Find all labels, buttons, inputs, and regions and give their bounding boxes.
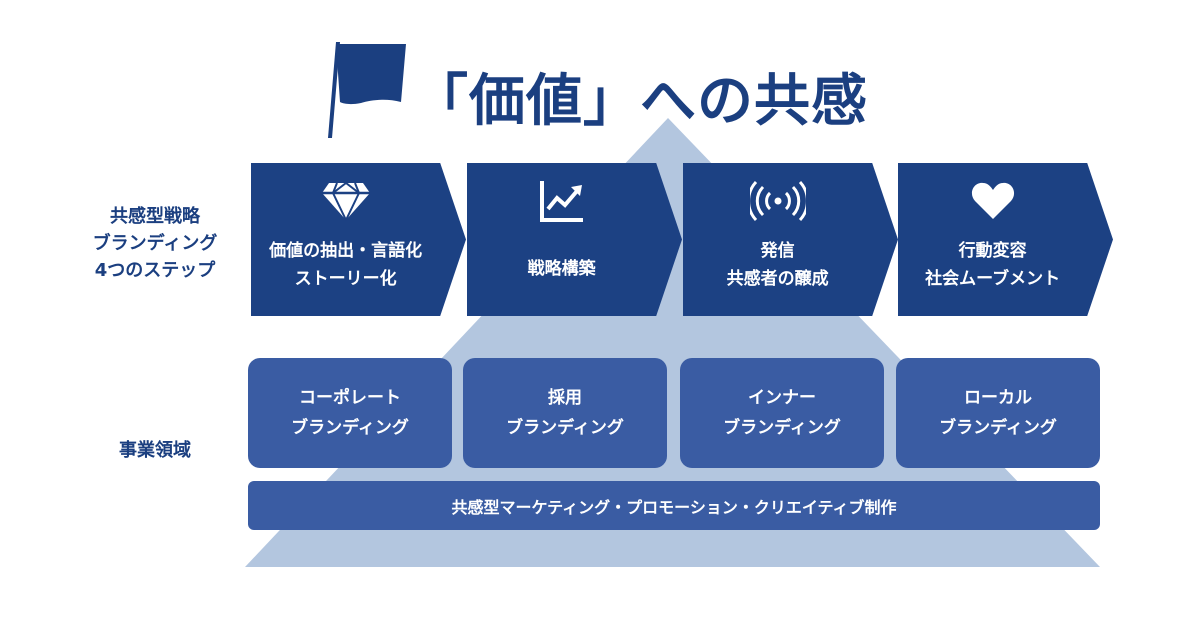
step-line: 価値の抽出・言語化 [269,241,423,261]
domain-corporate: コーポレート ブランディング [248,358,452,468]
domain-line: ローカル [964,388,1032,408]
step-2: 戦略構築 [467,163,682,316]
domain-line: ブランディング [939,418,1057,438]
diamond-icon [251,181,440,221]
base-bar: 共感型マーケティング・プロモーション・クリエイティブ制作 [248,481,1100,530]
domain-local: ローカル ブランディング [896,358,1100,468]
step-label: 戦略構築 [467,255,656,283]
domain-line: ブランディング [723,418,841,438]
step-3: 発信 共感者の醸成 [683,163,898,316]
heart-icon [898,181,1087,221]
chart-up-icon [467,181,656,222]
step-label: 発信 共感者の醸成 [683,237,872,293]
domain-line: ブランディング [506,418,624,438]
domain-inner: インナー ブランディング [680,358,884,468]
broadcast-icon [683,181,872,221]
step-line: ストーリー化 [294,269,397,289]
steps-label-line: 共感型戦略 [110,206,200,227]
page-title: 「価値」への共感 [412,69,868,134]
step-line: 行動変容 [958,241,1027,261]
step-line: 発信 [760,241,795,261]
domain-recruit: 採用 ブランディング [463,358,667,468]
step-label: 行動変容 社会ムーブメント [898,237,1087,293]
steps-label: 共感型戦略 ブランディング 4つのステップ [60,203,250,284]
step-line: 戦略構築 [527,259,596,279]
domain-line: ブランディング [291,418,409,438]
step-line: 社会ムーブメント [925,269,1061,289]
step-label: 価値の抽出・言語化 ストーリー化 [251,237,440,293]
step-line: 共感者の醸成 [726,269,829,289]
steps-label-line: 4つのステップ [94,260,216,281]
domain-line: コーポレート [299,388,401,408]
domain-line: インナー [748,388,816,408]
step-1: 価値の抽出・言語化 ストーリー化 [251,163,466,316]
domain-line: 採用 [548,388,582,408]
domain-label: 事業領域 [119,440,191,461]
steps-label-line: ブランディング [92,233,218,254]
step-4: 行動変容 社会ムーブメント [898,163,1113,316]
flag-icon [328,42,406,138]
